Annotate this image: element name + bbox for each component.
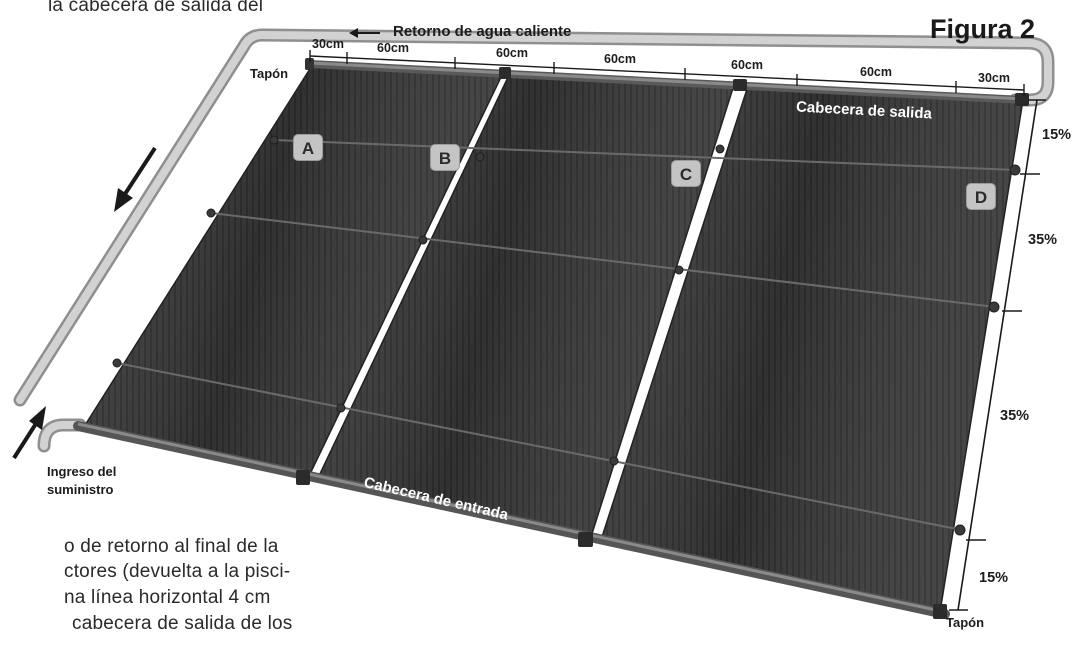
- percentage-4: 15%: [979, 570, 1009, 586]
- measurement-6: 60cm: [860, 65, 892, 79]
- strap-buttons: [112, 135, 1021, 536]
- measurement-line: [309, 50, 1025, 96]
- straps: [116, 139, 1017, 531]
- measurement-2: 60cm: [377, 41, 409, 55]
- figure-title: Figura 2: [930, 14, 1036, 44]
- flow-arrows: [12, 28, 380, 460]
- supply-pipe: [37, 418, 87, 453]
- measurement-1: 30cm: [312, 37, 344, 51]
- percentage-2: 35%: [1028, 232, 1058, 248]
- return-line-label: Retorno de agua caliente: [393, 23, 572, 40]
- percentage-1: 15%: [1042, 127, 1072, 143]
- inlet-header: [73, 421, 950, 619]
- measurement-7: 30cm: [978, 71, 1010, 85]
- text-fragment-bottom-2: ctores (devuelta a la pisci-: [64, 561, 291, 582]
- text-fragment-bottom-1: o de retorno al final de la: [64, 536, 279, 557]
- panel-right: [599, 85, 1024, 613]
- percentage-3: 35%: [1000, 408, 1030, 424]
- percentage-line: [949, 99, 1046, 611]
- measurement-4: 60cm: [604, 52, 636, 66]
- supply-label-line-2: suministro: [47, 482, 114, 497]
- point-d: D: [966, 183, 996, 210]
- point-a: A: [293, 134, 323, 161]
- measurement-3: 60cm: [496, 46, 528, 60]
- plug-top-label: Tapón: [250, 66, 289, 81]
- text-fragment-bottom-4: cabecera de salida de los: [72, 613, 293, 634]
- measurement-5: 60cm: [731, 58, 763, 72]
- plug-bottom-label: Tapón: [946, 615, 985, 630]
- point-b: B: [430, 144, 460, 171]
- text-fragment-bottom-3: na línea horizontal 4 cm: [64, 587, 271, 608]
- text-fragment-top: la cabecera de salida del: [48, 0, 264, 16]
- point-c: C: [671, 160, 701, 187]
- supply-label-line-1: Ingreso del: [47, 464, 117, 479]
- outlet-header: [305, 58, 1029, 106]
- return-pipe: [13, 28, 1055, 407]
